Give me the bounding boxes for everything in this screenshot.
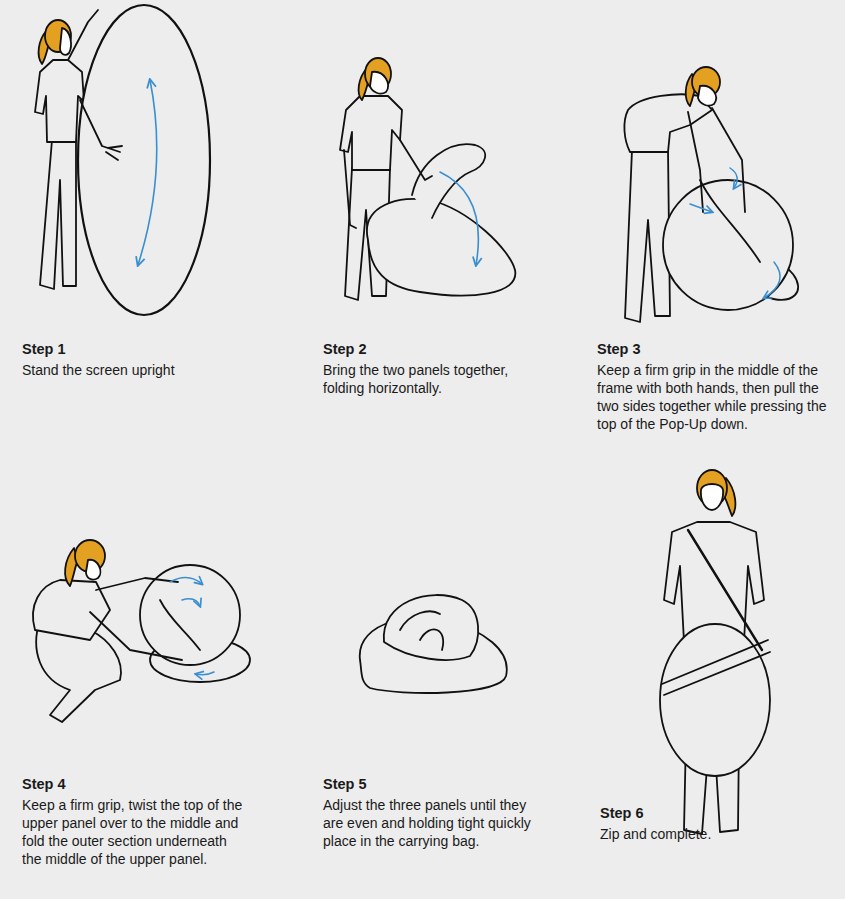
step-text-slot: Step 4 bbox=[22, 775, 244, 793]
step-text-slot: Step 1 bbox=[22, 340, 282, 358]
step-instruction: Stand the screen upright bbox=[22, 361, 282, 379]
step-heading: Step 5 bbox=[323, 775, 541, 793]
step-instruction: Zip and complete. bbox=[600, 825, 835, 843]
step1-figure bbox=[35, 5, 210, 315]
step-instruction: Keep a firm grip in the middle of the fr… bbox=[597, 361, 839, 433]
step6-figure bbox=[660, 470, 770, 834]
step-text-slot: Keep a firm grip in the middle of the fr… bbox=[597, 361, 839, 433]
step-text-slot: Step 6 bbox=[600, 804, 835, 822]
step-heading: Step 1 bbox=[22, 340, 282, 358]
step-heading: Step 6 bbox=[600, 804, 835, 822]
step-instruction: Adjust the three panels until they are e… bbox=[323, 796, 541, 850]
step-heading: Step 3 bbox=[597, 340, 839, 358]
step-heading: Step 4 bbox=[22, 775, 244, 793]
step-instruction: Keep a firm grip, twist the top of the u… bbox=[22, 796, 244, 868]
step-text-slot: Adjust the three panels until they are e… bbox=[323, 796, 541, 850]
step-text-slot: Bring the two panels together, folding h… bbox=[323, 361, 538, 397]
step-text-slot: Step 5 bbox=[323, 775, 541, 793]
step-text-slot: Stand the screen upright bbox=[22, 361, 282, 379]
step-instruction: Bring the two panels together, folding h… bbox=[323, 361, 538, 397]
step-text-slot: Keep a firm grip, twist the top of the u… bbox=[22, 796, 244, 868]
step-text-slot: Step 2 bbox=[323, 340, 538, 358]
step-heading: Step 2 bbox=[323, 340, 538, 358]
step-text-slot: Zip and complete. bbox=[600, 825, 835, 843]
step-text-slot: Step 3 bbox=[597, 340, 839, 358]
step5-figure bbox=[360, 595, 507, 693]
step2-figure bbox=[340, 58, 515, 300]
step3-figure bbox=[624, 67, 798, 322]
step4-figure bbox=[33, 540, 250, 722]
